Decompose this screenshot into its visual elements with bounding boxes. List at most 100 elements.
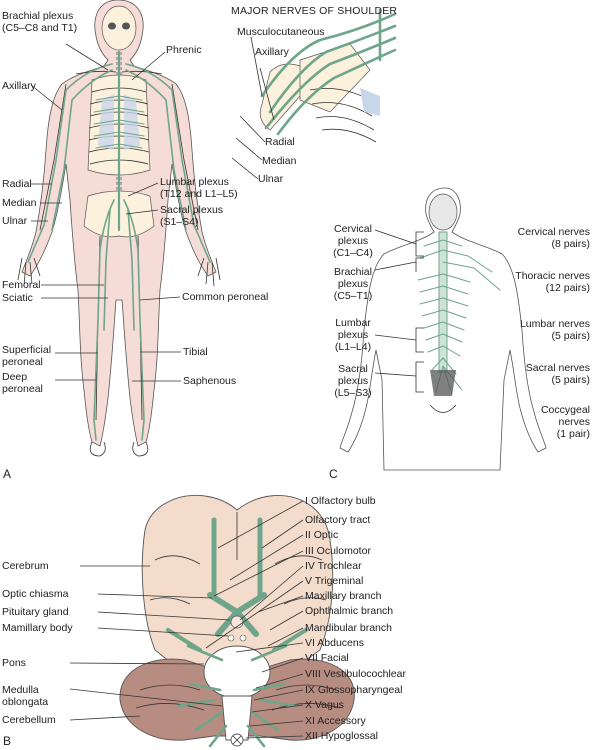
nerves-legs-a: [93, 199, 145, 441]
label-thoracic-pairs: (12 pairs): [545, 282, 590, 294]
spinal-column-c: [438, 231, 448, 373]
leaders-b-left: [69, 565, 231, 721]
label-sciatic: Sciatic: [2, 292, 33, 304]
label-sacral-plexus-roots: (S1–S4): [160, 216, 199, 228]
label-cervical-plexus-3: (C1–C4): [333, 247, 373, 259]
shoulder-inset-title: MAJOR NERVES OF SHOULDER: [231, 5, 398, 17]
label-trigeminal: V Trigeminal: [305, 575, 364, 587]
hand-left: [17, 257, 41, 287]
shoulder-inset-illustration: [231, 8, 397, 180]
label-medulla-1: Medulla: [2, 684, 39, 696]
label-sacral-plexus: Sacral plexus: [160, 204, 224, 216]
label-coccygeal-2: nerves: [558, 416, 590, 428]
eye-socket-left: [108, 22, 116, 30]
label-median-a: Median: [2, 197, 37, 209]
head-back: [428, 193, 458, 231]
label-radial-a: Radial: [2, 178, 32, 190]
label-accessory: XI Accessory: [305, 715, 366, 727]
label-brachial-plexus: Brachial plexus: [2, 10, 74, 22]
label-mandibular-branch: Mandibular branch: [305, 622, 392, 634]
leaders-panel-a: [30, 43, 181, 382]
label-lumbar-pairs: (5 pairs): [551, 330, 590, 342]
label-sacral-plexus-c-1: Sacral: [338, 363, 368, 375]
label-femoral: Femoral: [2, 279, 41, 291]
label-pituitary-gland: Pituitary gland: [2, 606, 69, 618]
panel-letter-c: C: [329, 467, 338, 481]
label-sacral-plexus-c-3: (L5–S3): [334, 387, 372, 399]
nerves-intercostal-a: [93, 95, 145, 149]
trigeminal-roots: [166, 628, 308, 652]
label-coccygeal-1: Coccygeal: [540, 404, 590, 416]
label-vestibulocochlear: VIII Vestibulocochlear: [305, 668, 406, 680]
body-front-figure: [17, 0, 221, 457]
mamillary-left: [227, 634, 235, 642]
pons-shape: [203, 645, 271, 699]
label-cervical-pairs: (8 pairs): [551, 238, 590, 250]
label-brachial-plexus-c-3: (C5–T1): [333, 290, 373, 302]
label-cervical-nerves: Cervical nerves: [517, 226, 590, 238]
label-sacral-nerves: Sacral nerves: [525, 362, 590, 374]
sacral-region-c: [430, 370, 456, 396]
label-cerebrum: Cerebrum: [2, 560, 49, 572]
ribs-inset: [309, 87, 377, 143]
label-olfactory-bulb: I Olfactory bulb: [305, 495, 376, 507]
label-optic-chiasma: Optic chiasma: [2, 588, 69, 600]
label-vagus: X Vagus: [305, 699, 344, 711]
leaders-b-right: [205, 500, 304, 739]
cerebellum-folia: [135, 684, 341, 711]
label-sacral-plexus-c-2: plexus: [337, 375, 369, 387]
lung-inset: [360, 88, 380, 116]
label-pons: Pons: [2, 657, 26, 669]
label-superficial-peroneal-2: peroneal: [2, 356, 43, 368]
label-brachial-plexus-c-1: Brachial: [334, 266, 372, 278]
eye-socket-right: [122, 22, 130, 30]
label-hypoglossal: XII Hypoglossal: [305, 730, 378, 742]
label-abducens: VI Abducens: [305, 637, 364, 649]
label-axillary-a: Axillary: [2, 80, 36, 92]
nerves-inset: [260, 8, 397, 136]
label-lumbar-plexus-c-1: Lumbar: [335, 317, 371, 329]
arm-bones: [39, 83, 199, 231]
leaders-c: [374, 229, 417, 377]
label-superficial-peroneal-1: Superficial: [2, 344, 52, 356]
label-deep-peroneal-1: Deep: [2, 371, 28, 383]
label-ophthalmic-branch: Ophthalmic branch: [305, 605, 394, 617]
nerves-arms-a: [27, 63, 211, 263]
label-common-peroneal: Common peroneal: [182, 291, 269, 303]
cerebrum-sulci: [149, 555, 327, 605]
label-musculocutaneous: Musculocutaneous: [237, 26, 325, 38]
mamillary-right: [239, 634, 247, 642]
label-olfactory-tract: Olfactory tract: [305, 514, 371, 526]
label-lumbar-plexus-c-3: (L1–L4): [334, 341, 372, 353]
back-view-figure: [339, 187, 547, 471]
optic-chiasma-shape: [207, 592, 267, 637]
label-phrenic: Phrenic: [166, 44, 202, 56]
clavicles: [75, 70, 163, 75]
label-maxillary-branch: Maxillary branch: [305, 590, 382, 602]
label-radial-inset: Radial: [265, 136, 295, 148]
label-sacral-pairs: (5 pairs): [551, 374, 590, 386]
label-lumbar-nerves: Lumbar nerves: [519, 318, 590, 330]
label-optic: II Optic: [305, 529, 339, 541]
label-median-inset: Median: [262, 155, 297, 167]
label-medulla-2: oblongata: [2, 696, 49, 708]
medulla-shape: [221, 695, 253, 741]
label-brachial-plexus-c-2: plexus: [337, 278, 369, 290]
panel-letter-b: B: [3, 734, 12, 748]
panel-letter-a: A: [3, 467, 12, 481]
hand-right: [197, 257, 221, 287]
label-lumbar-plexus-c-2: plexus: [337, 329, 369, 341]
label-trochlear: IV Trochlear: [305, 560, 362, 572]
skull: [101, 5, 137, 51]
feet: [89, 441, 149, 457]
label-facial: VII Facial: [305, 652, 349, 664]
label-tibial: Tibial: [183, 346, 208, 358]
label-oculomotor: III Oculomotor: [305, 545, 371, 557]
label-glossopharyngeal: IX Glossopharyngeal: [305, 684, 403, 696]
olfactory-tracts: [211, 517, 263, 599]
label-lumbar-plexus-roots: (T12 and L1–L5): [160, 188, 238, 200]
label-lumbar-plexus: Lumbar plexus: [160, 176, 229, 188]
label-deep-peroneal-2: peroneal: [2, 383, 43, 395]
